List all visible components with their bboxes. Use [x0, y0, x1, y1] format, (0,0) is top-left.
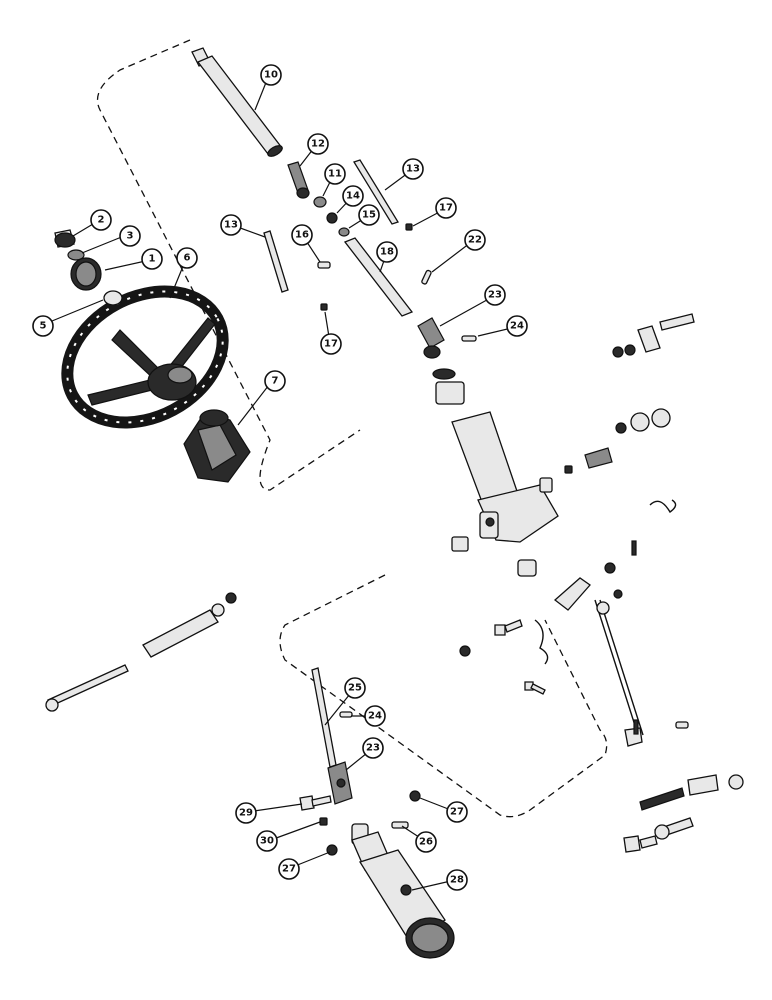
- callout-18: 18: [376, 241, 398, 263]
- callout-1: 1: [141, 248, 163, 270]
- callout-28: 28: [446, 869, 468, 891]
- callout-11-label: 11: [328, 169, 342, 180]
- lower-group-outline: [279, 574, 608, 818]
- callout-3-label: 3: [127, 231, 134, 242]
- callout-26-label: 26: [419, 837, 433, 848]
- pin-17-lower: [320, 303, 328, 311]
- callout-28-label: 28: [450, 875, 464, 886]
- callout-22: 22: [464, 229, 486, 251]
- rod-13-left: [263, 230, 289, 293]
- callout-27-left-label: 27: [282, 864, 296, 875]
- callout-25-label: 25: [348, 683, 362, 694]
- callout-23-lower-label: 23: [366, 743, 380, 754]
- callout-16: 16: [291, 224, 313, 246]
- callout-29-label: 29: [239, 808, 253, 819]
- steering-column: [432, 368, 559, 577]
- callout-13-left: 13: [220, 214, 242, 236]
- callout-10-label: 10: [264, 70, 278, 81]
- callout-24-lower-label: 24: [368, 711, 382, 722]
- callout-5-label: 5: [40, 321, 47, 332]
- callout-24-upper-label: 24: [510, 321, 524, 332]
- universal-joint-upper: [417, 317, 445, 359]
- callout-27-left: 27: [278, 858, 300, 880]
- universal-joint-lower: [327, 761, 353, 805]
- callout-15-label: 15: [362, 210, 376, 221]
- callout-14: 14: [342, 185, 364, 207]
- callout-16-label: 16: [295, 230, 309, 241]
- tube-18: [343, 237, 414, 317]
- pin-16: [317, 261, 331, 269]
- callout-17-lower: 17: [320, 333, 342, 355]
- callout-1-label: 1: [149, 254, 156, 265]
- pin-24-lower: [339, 711, 353, 718]
- horn-cap: [183, 409, 251, 483]
- upper-group-outline: [96, 39, 361, 491]
- callout-27-right-label: 27: [450, 807, 464, 818]
- rod-13-right: [353, 159, 399, 225]
- callout-12: 12: [307, 133, 329, 155]
- lower-shaft: [311, 667, 337, 768]
- pin-24-upper: [461, 335, 477, 342]
- callout-7-label: 7: [272, 376, 279, 387]
- pin-22: [421, 269, 432, 285]
- callout-13-right-label: 13: [406, 164, 420, 175]
- callout-25: 25: [344, 677, 366, 699]
- callout-11: 11: [324, 163, 346, 185]
- callout-2: 2: [90, 209, 112, 231]
- hub-nut-parts: [54, 229, 123, 306]
- callout-17-upper: 17: [435, 197, 457, 219]
- callout-17-lower-label: 17: [324, 339, 338, 350]
- callout-7: 7: [264, 370, 286, 392]
- callout-30: 30: [256, 830, 278, 852]
- callout-27-right: 27: [446, 801, 468, 823]
- callout-24-lower: 24: [364, 705, 386, 727]
- callout-24-upper: 24: [506, 315, 528, 337]
- callout-12-label: 12: [311, 139, 325, 150]
- callout-6-label: 6: [184, 253, 191, 264]
- right-hardware: [451, 313, 695, 747]
- callout-26: 26: [415, 831, 437, 853]
- callout-23-lower: 23: [362, 737, 384, 759]
- callout-3: 3: [119, 225, 141, 247]
- callout-23-upper: 23: [484, 284, 506, 306]
- steering-shaft: [191, 47, 284, 157]
- callout-6: 6: [176, 247, 198, 269]
- callout-17-upper-label: 17: [439, 203, 453, 214]
- callout-2-label: 2: [98, 215, 105, 226]
- callout-15: 15: [358, 204, 380, 226]
- callout-22-label: 22: [468, 235, 482, 246]
- lower-lever-and-spring: [623, 774, 744, 853]
- callout-10: 10: [260, 64, 282, 86]
- callout-29: 29: [235, 802, 257, 824]
- callout-13-left-label: 13: [224, 220, 238, 231]
- callout-5: 5: [32, 315, 54, 337]
- center-hardware: [459, 619, 549, 695]
- steering-gear-box: [351, 823, 455, 959]
- small-shaft-parts: [287, 161, 350, 237]
- callout-30-label: 30: [260, 836, 274, 847]
- callout-23-upper-label: 23: [488, 290, 502, 301]
- lower-fasteners: [299, 790, 421, 856]
- long-bolt-and-tube: [45, 592, 237, 712]
- pin-17-upper: [405, 223, 413, 231]
- callout-18-label: 18: [380, 247, 394, 258]
- callout-14-label: 14: [346, 191, 360, 202]
- callout-13-right: 13: [402, 158, 424, 180]
